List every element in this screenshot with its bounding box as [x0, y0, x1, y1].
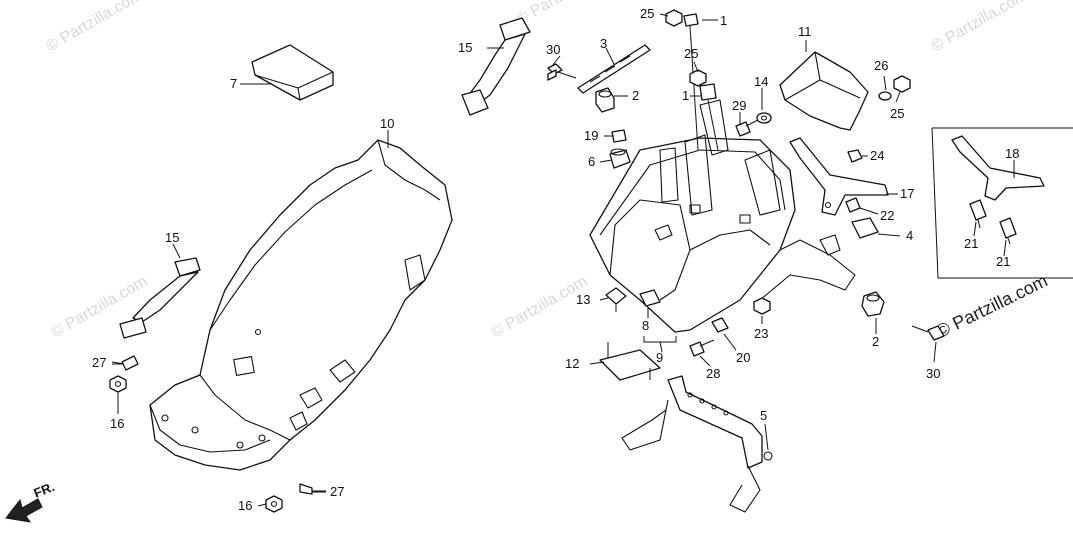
callout-23: 23	[754, 326, 768, 341]
callout-18: 18	[1005, 146, 1019, 161]
watermark-text: © Partzilla.com	[489, 273, 591, 342]
callout-30: 30	[546, 42, 560, 57]
callout-7: 7	[230, 76, 237, 91]
strap-part-15-top	[461, 17, 531, 116]
pouch-part-7	[251, 44, 334, 101]
screw-part-21-left	[969, 199, 987, 229]
nut-part-23	[753, 297, 771, 315]
callout-27: 27	[92, 355, 106, 370]
clip-part-13	[605, 287, 627, 312]
callout-14: 14	[754, 74, 768, 89]
clip-part-24	[847, 149, 863, 163]
washer-part-14	[756, 112, 772, 124]
grommet-part-19	[611, 129, 627, 143]
callout-15: 15	[165, 230, 179, 245]
rod-part-3	[577, 44, 651, 94]
callout-9: 9	[656, 350, 663, 365]
callout-21: 21	[996, 254, 1010, 269]
battery-box-part	[589, 99, 856, 333]
bolt-part-30-top	[547, 63, 577, 81]
inset-detail	[931, 127, 1073, 279]
stand-part-5	[621, 375, 773, 513]
callout-21: 21	[964, 236, 978, 251]
callout-25: 25	[640, 6, 654, 21]
cushion-part-11	[779, 51, 869, 131]
callout-25: 25	[684, 46, 698, 61]
callout-3: 3	[600, 36, 607, 51]
washer-part-26	[878, 91, 892, 101]
callout-16: 16	[238, 498, 252, 513]
watermark-text: © Partzilla.com	[44, 0, 146, 55]
leader-lines	[111, 13, 1015, 507]
watermark-text: © Partzilla.com	[933, 270, 1051, 341]
grommet-part-22	[845, 197, 861, 213]
callout-13: 13	[576, 292, 590, 307]
callout-24: 24	[870, 148, 884, 163]
damper-part-6	[609, 148, 631, 169]
callout-12: 12	[565, 356, 579, 371]
callout-26: 26	[874, 58, 888, 73]
callout-15: 15	[458, 40, 472, 55]
front-direction-arrow: FR.	[5, 479, 57, 523]
callout-11: 11	[798, 24, 812, 39]
nut-part-16-bottom	[265, 495, 283, 513]
nut-part-25-right	[893, 75, 911, 93]
grommet-part-2-right	[861, 291, 885, 317]
callout-6: 6	[588, 154, 595, 169]
collar-part-1-mid	[699, 83, 719, 151]
bracket-part-18	[951, 135, 1045, 201]
nut-part-25-mid	[689, 69, 707, 87]
callout-8: 8	[642, 318, 649, 333]
callout-2: 2	[632, 88, 639, 103]
clip-part-8	[639, 289, 661, 307]
callout-25: 25	[890, 106, 904, 121]
bolt-part-29	[735, 119, 759, 137]
collar-part-1-top	[683, 13, 699, 151]
callout-1: 1	[720, 13, 727, 28]
plate-part-12	[599, 342, 661, 381]
callout-27: 27	[330, 484, 344, 499]
screw-part-21-right	[999, 217, 1017, 245]
grommet-part-2-top	[595, 87, 615, 113]
watermark-text: © Partzilla.com	[929, 0, 1031, 55]
rear-fender-part	[149, 139, 453, 471]
callout-4: 4	[906, 228, 913, 243]
callout-20: 20	[736, 350, 750, 365]
bolt-part-30-right	[911, 325, 945, 341]
callout-5: 5	[760, 408, 767, 423]
bolt-part-28	[689, 339, 715, 357]
callout-17: 17	[900, 186, 914, 201]
bracket-part-17	[789, 137, 889, 216]
nut-part-25-top	[665, 9, 683, 27]
callout-22: 22	[880, 208, 894, 223]
callout-labels: 25 1 30 3 25 11 26 25 15 2 1 14 29 7 10 …	[92, 6, 1019, 513]
callout-29: 29	[732, 98, 746, 113]
nut-part-16-left	[109, 375, 127, 393]
callout-28: 28	[706, 366, 720, 381]
front-label: FR.	[32, 479, 57, 501]
pad-part-4	[851, 217, 879, 239]
bolt-part-27-bottom	[299, 483, 326, 495]
callout-19: 19	[584, 128, 598, 143]
strap-part-15-left	[119, 257, 201, 339]
washer-part-20	[711, 317, 729, 333]
callout-1: 1	[682, 88, 689, 103]
callout-2: 2	[872, 334, 879, 349]
callout-10: 10	[380, 116, 394, 131]
watermark-text: © Partzilla.com	[514, 0, 616, 28]
callout-16: 16	[110, 416, 124, 431]
callout-30: 30	[926, 366, 940, 381]
